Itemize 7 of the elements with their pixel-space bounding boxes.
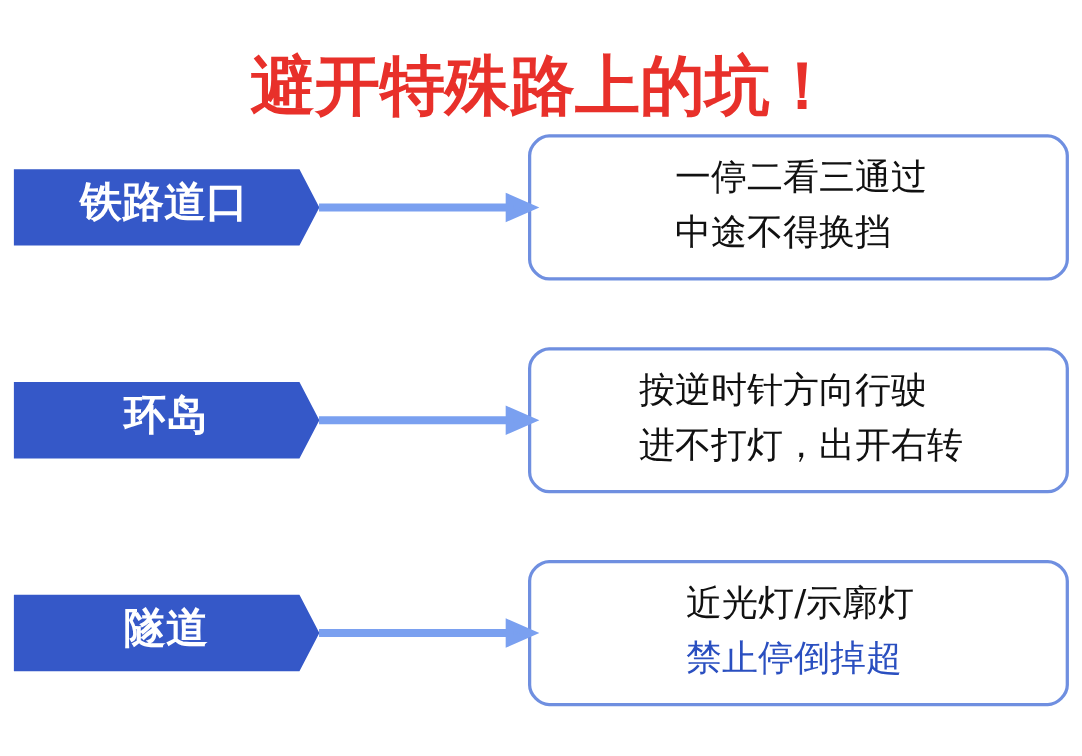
arrow: [319, 192, 540, 223]
arrow: [319, 618, 540, 648]
node-box: 按逆时针方向行驶 进不打灯，出开右转: [528, 347, 1069, 494]
arrow: [319, 405, 540, 435]
node-box: 一停二看三通过 中途不得换挡: [528, 134, 1069, 281]
node-box: 近光灯/示廓灯 禁止停倒掉超: [528, 559, 1069, 707]
diagram-title: 避开特殊路上的坑！: [250, 48, 836, 124]
